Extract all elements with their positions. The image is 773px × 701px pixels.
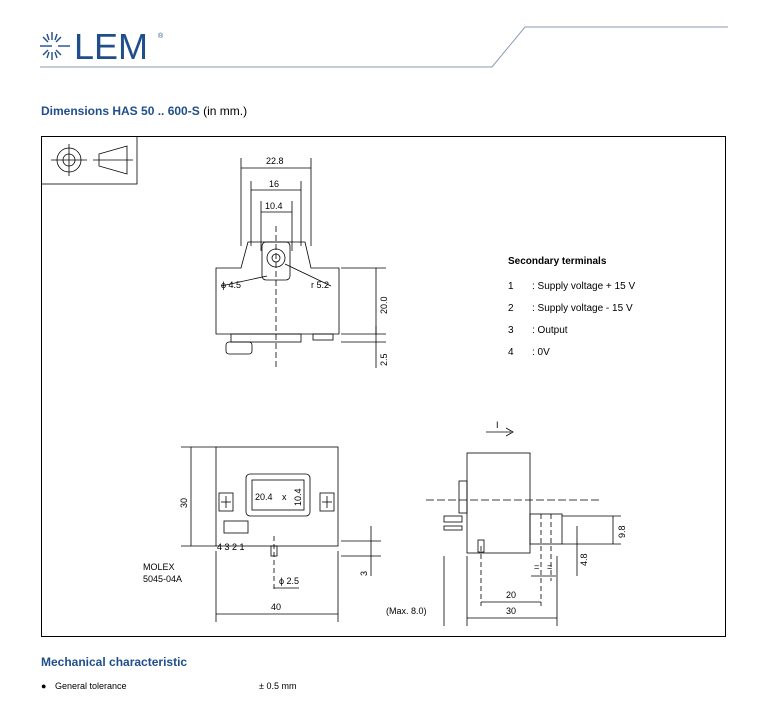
svg-text:30: 30	[506, 606, 516, 616]
side-view	[426, 427, 621, 626]
svg-text:(Max. 8.0): (Max. 8.0)	[386, 606, 427, 616]
svg-text:22.8: 22.8	[266, 156, 284, 166]
svg-text:20: 20	[506, 590, 516, 600]
logo-text: LEM	[74, 26, 148, 67]
svg-text:16: 16	[269, 179, 279, 189]
svg-text:30: 30	[179, 498, 189, 508]
svg-text:5045-04A: 5045-04A	[143, 574, 182, 584]
mechanical-value: ± 0.5 mm	[259, 681, 297, 691]
terminals-title: Secondary terminals	[508, 256, 607, 267]
heading-unit: (in mm.)	[203, 104, 248, 118]
svg-text:9.8: 9.8	[617, 525, 627, 538]
svg-text:®: ®	[158, 32, 164, 40]
svg-text:40: 40	[271, 602, 281, 612]
heading-title: Dimensions HAS 50 .. 600-S	[41, 104, 200, 118]
svg-text:4 3 2 1: 4 3 2 1	[217, 542, 245, 552]
svg-text:2.5: 2.5	[379, 353, 389, 366]
svg-text:ϕ 4.5: ϕ 4.5	[221, 280, 241, 290]
top-view	[215, 158, 386, 368]
mechanical-title: Mechanical characteristic	[41, 655, 188, 669]
drawing-frame	[41, 136, 726, 637]
header-divider	[40, 26, 728, 68]
secondary-terminals: Secondary terminals 1: Supply voltage + …	[508, 256, 635, 369]
bullet-icon: ●	[41, 681, 47, 691]
svg-text:10.4: 10.4	[293, 488, 303, 506]
dimension-drawing: 22.8 16 10.4 ϕ 4.5 r 5.2 20.0 2.5 30 20.…	[41, 136, 627, 626]
sunburst-icon	[40, 32, 70, 60]
section-heading: Dimensions HAS 50 .. 600-S (in mm.)	[41, 104, 247, 118]
svg-text:20.4: 20.4	[255, 492, 273, 502]
terminal-item: 4: 0V	[508, 347, 550, 358]
svg-text:=: =	[534, 562, 539, 572]
svg-text:ϕ 2.5: ϕ 2.5	[279, 576, 299, 586]
front-view	[181, 446, 381, 622]
svg-text:I: I	[496, 420, 499, 430]
terminal-item: 1: Supply voltage + 15 V	[508, 281, 636, 292]
svg-text:10.4: 10.4	[265, 201, 283, 211]
svg-text:4.8: 4.8	[579, 553, 589, 566]
svg-text:r 5.2: r 5.2	[311, 280, 329, 290]
svg-text:20.0: 20.0	[379, 296, 389, 314]
terminal-item: 2: Supply voltage - 15 V	[508, 303, 633, 314]
mechanical-label: General tolerance	[55, 681, 127, 691]
mechanical-item: ● General tolerance ± 0.5 mm	[41, 681, 296, 691]
terminal-item: 3: Output	[508, 325, 568, 336]
lem-logo: LEM ®	[40, 26, 164, 67]
svg-text:=: =	[547, 562, 552, 572]
svg-text:x: x	[282, 492, 287, 502]
projection-symbol-icon	[41, 136, 138, 185]
svg-text:MOLEX: MOLEX	[143, 562, 175, 572]
svg-text:3: 3	[359, 571, 369, 576]
